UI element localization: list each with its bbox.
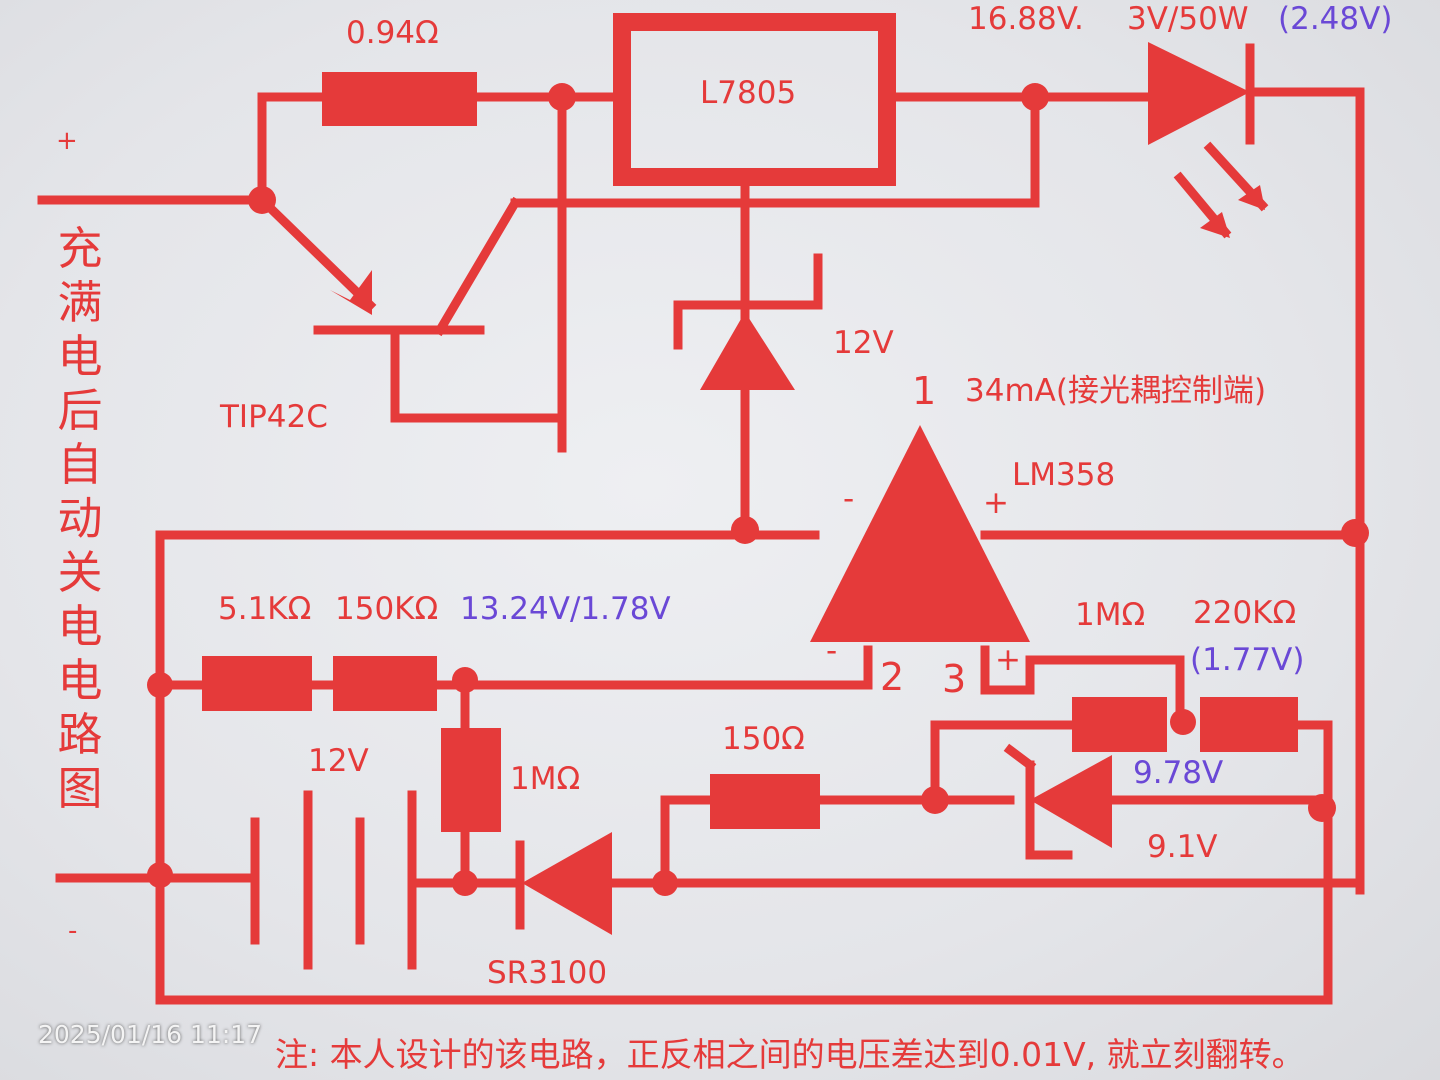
label-regulator: L7805 [700, 75, 797, 111]
junction [731, 516, 759, 544]
label-r-220k: 220KΩ [1193, 595, 1297, 631]
title-char: 动 [57, 492, 103, 545]
junction [147, 862, 173, 888]
title-char: 关 [57, 546, 103, 599]
junction [452, 870, 478, 896]
label-ref-voltage: (1.77V) [1190, 642, 1305, 678]
label-transistor: TIP42C [220, 399, 328, 435]
junction [248, 186, 276, 214]
label-r-1m-right: 1MΩ [1075, 597, 1146, 633]
opamp-lm358 [810, 425, 1030, 642]
led [1148, 42, 1250, 145]
label-r-5k1: 5.1KΩ [218, 591, 312, 627]
title-char: 电 [57, 654, 103, 707]
junction [548, 83, 576, 111]
label-r-1m-left: 1MΩ [510, 761, 581, 797]
label-led-voltage: 16.88V. [968, 1, 1084, 37]
label-opamp: LM358 [1012, 457, 1116, 493]
resistor-1m-right [1072, 697, 1167, 752]
label-minus-input: - [68, 916, 78, 946]
label-pin3: 3 [942, 657, 967, 701]
title-char: 后 [57, 384, 103, 437]
resistor-5k1 [202, 656, 312, 711]
regulator-l7805 [613, 13, 896, 186]
title-char: 图 [57, 762, 103, 815]
label-zener-top: 12V [833, 325, 894, 361]
label-noninv-top: + [983, 485, 1009, 521]
junction [147, 672, 173, 698]
label-r-150: 150Ω [722, 721, 805, 757]
label-plus-input: + [56, 126, 78, 156]
label-r-150k: 150KΩ [335, 591, 439, 627]
label-inv-pin: - [826, 633, 838, 669]
label-noninv-pin: + [995, 642, 1021, 678]
label-led-drop: (2.48V) [1278, 1, 1393, 37]
resistor-150 [710, 774, 820, 829]
label-inv-top: - [843, 481, 855, 517]
junction [452, 667, 478, 693]
diode-sr3100 [522, 832, 612, 935]
label-diode: SR3100 [487, 955, 608, 991]
junction [1021, 83, 1049, 111]
label-output-note: 34mA(接光耦控制端) [965, 373, 1267, 409]
zener-12v [700, 312, 795, 390]
title-text: 充满电后自动关电电路图 [52, 222, 108, 816]
junction [1341, 519, 1369, 547]
resistor-0.94 [322, 72, 477, 126]
label-pin1: 1 [912, 369, 937, 413]
wire [255, 193, 377, 312]
label-zener-measured: 9.78V [1133, 755, 1224, 791]
junction [652, 870, 678, 896]
junction [1308, 794, 1336, 822]
title-char: 自 [57, 438, 103, 491]
junction [1170, 709, 1196, 735]
label-battery: 12V [308, 743, 369, 779]
junction [921, 786, 949, 814]
transistor-arrow [330, 270, 372, 315]
label-div-voltage: 13.24V/1.78V [460, 591, 671, 627]
title-char: 充 [57, 222, 103, 275]
resistor-1m-left [441, 728, 501, 832]
title-char: 电 [57, 600, 103, 653]
footnote: 注: 本人设计的该电路，正反相之间的电压差达到0.01V, 就立刻翻转。 [275, 1035, 1305, 1074]
led-arrowhead [1200, 212, 1230, 238]
zener-bar [1003, 743, 1037, 772]
title-char: 电 [57, 330, 103, 383]
timestamp: 2025/01/16 11:17 [38, 1020, 263, 1049]
zener-9v1 [1030, 755, 1112, 848]
wire [433, 196, 522, 337]
title-char: 满 [57, 276, 103, 329]
vertical-title: 充满电后自动关电电路图 [52, 222, 108, 816]
label-r-sense: 0.94Ω [346, 15, 439, 51]
label-zener-9v1: 9.1V [1147, 829, 1218, 865]
led-arrowhead [1238, 185, 1265, 210]
title-char: 路 [57, 708, 103, 761]
label-led-rating: 3V/50W [1127, 1, 1249, 37]
resistor-220k [1200, 697, 1298, 752]
resistor-150k [333, 656, 437, 711]
label-pin2: 2 [880, 655, 905, 699]
